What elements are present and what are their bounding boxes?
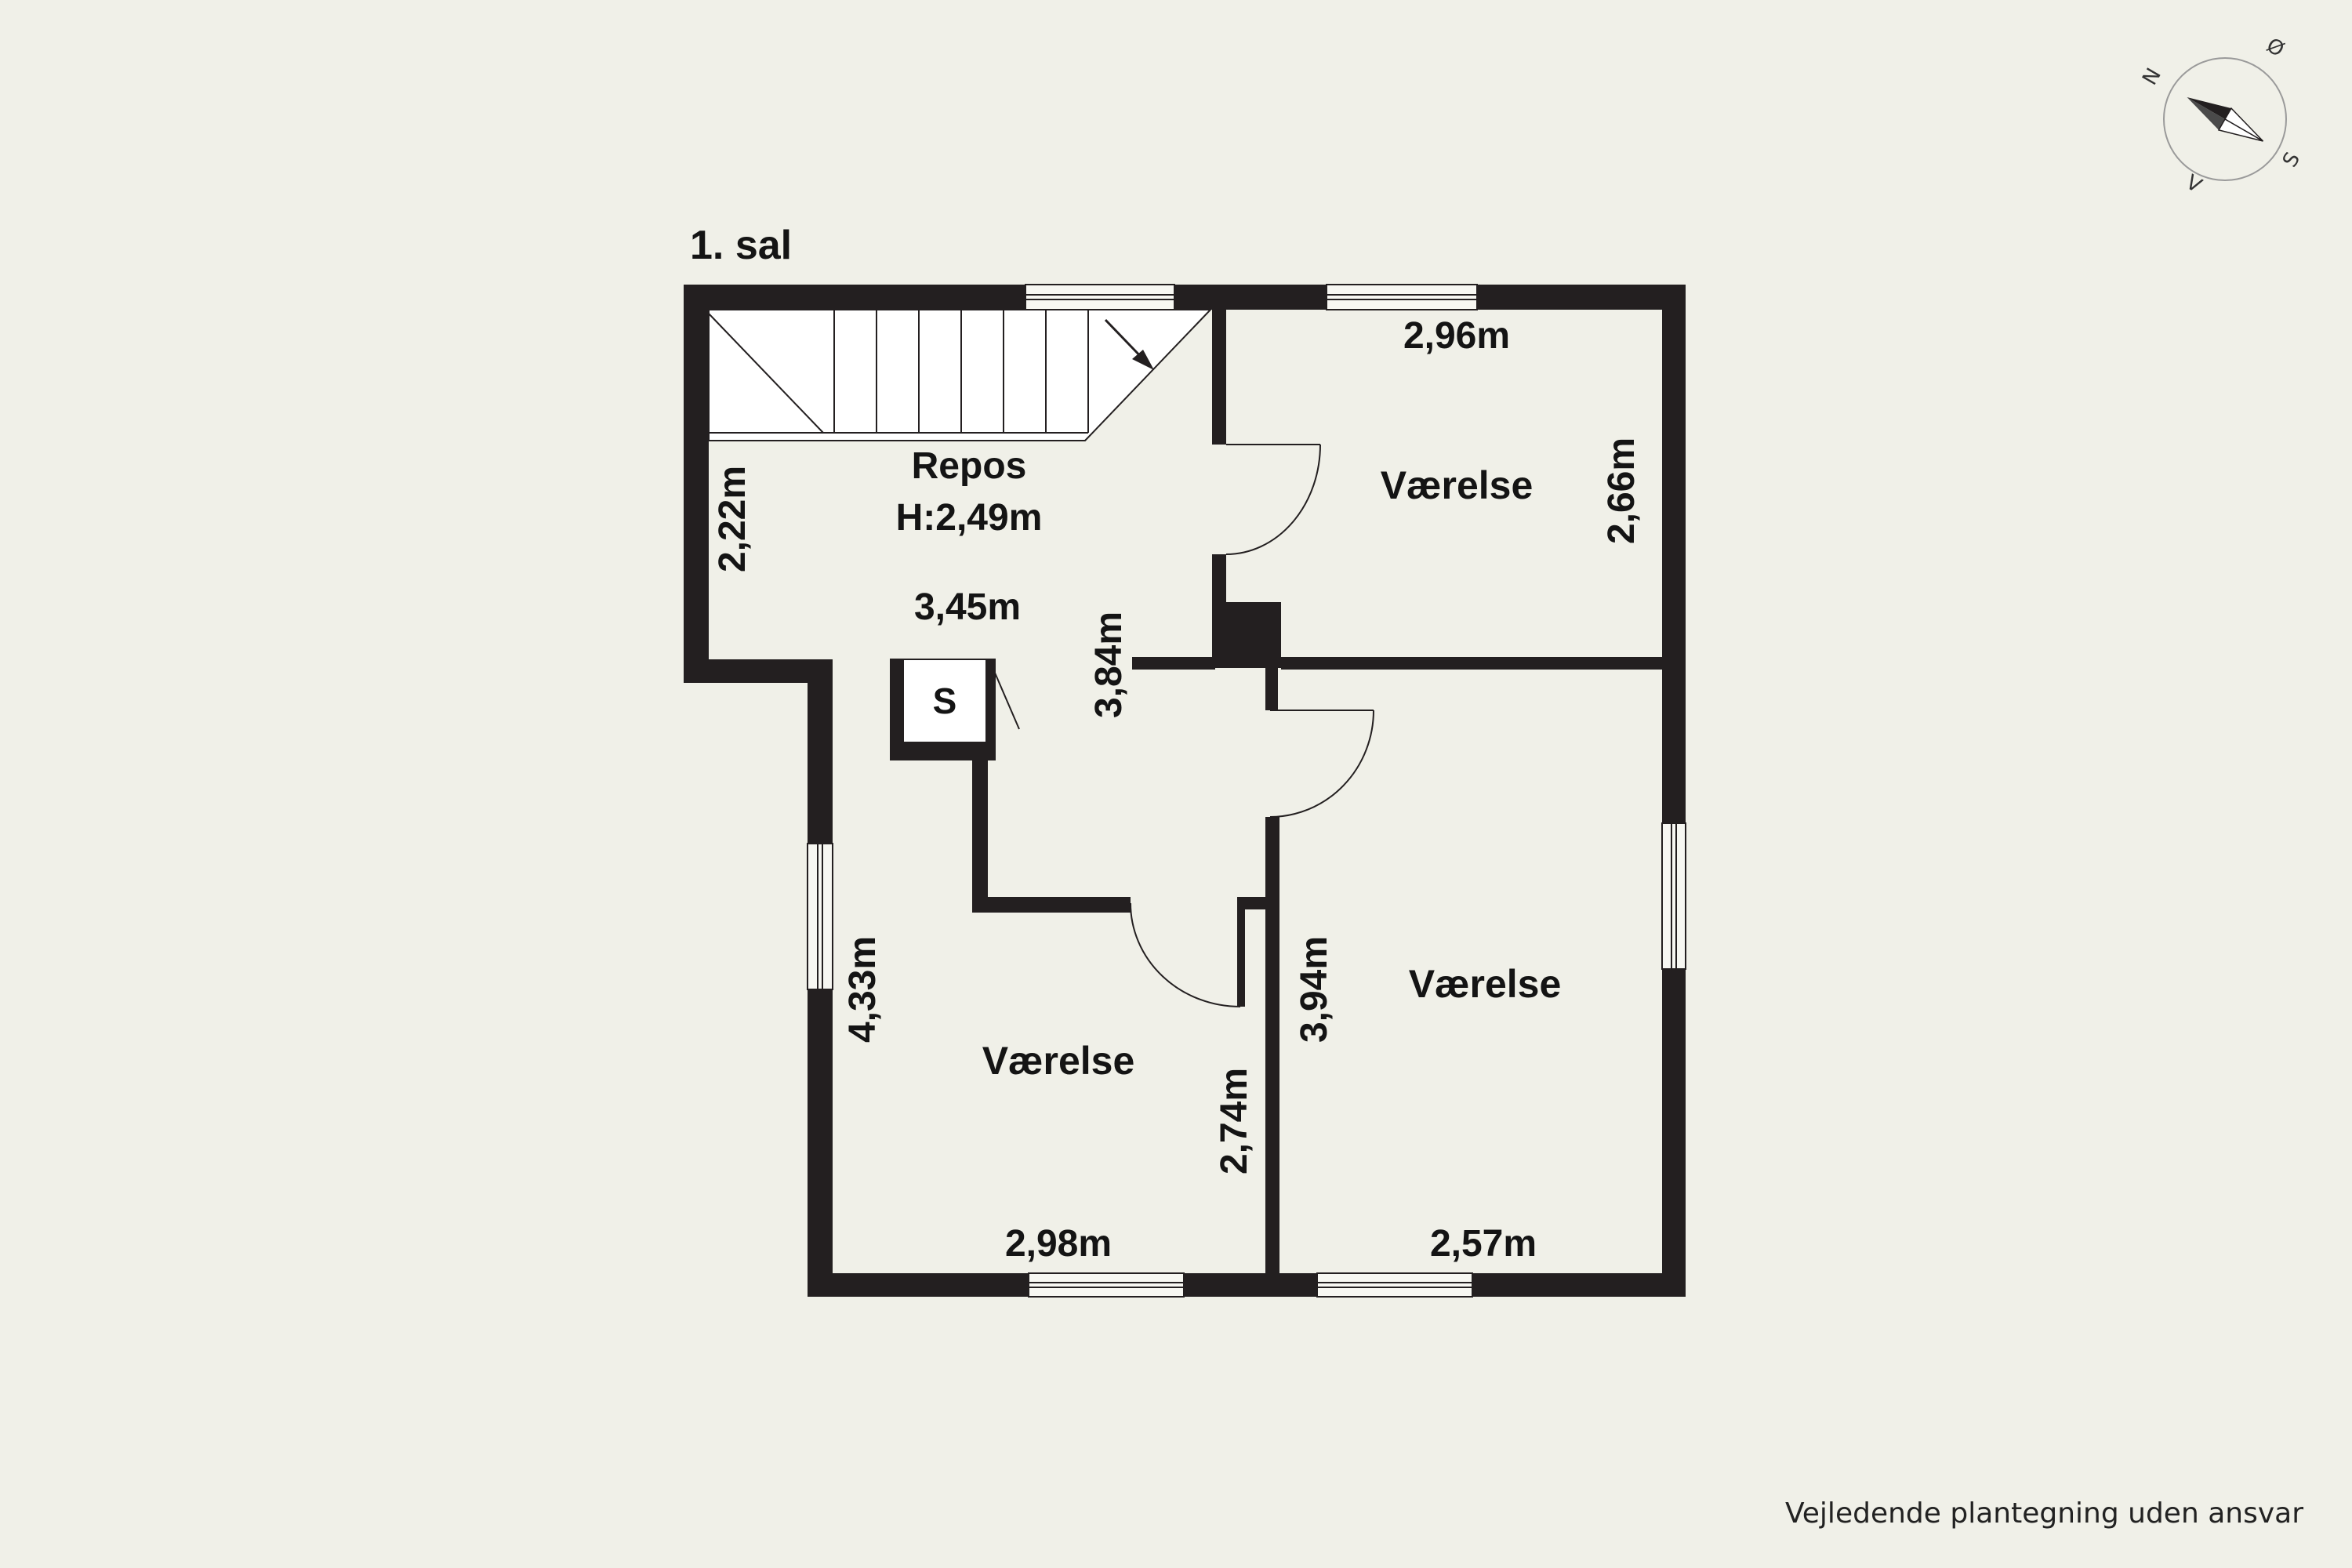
compass-west: V — [2182, 171, 2206, 198]
floor-title: 1. sal — [690, 223, 792, 268]
dim-ne-width: 2,96m — [1403, 315, 1510, 357]
dim-hall-length: 3,84m — [1088, 612, 1130, 718]
window-top-ne — [1326, 284, 1478, 310]
compass-south: S — [2278, 148, 2305, 171]
dim-sw-inner-depth: 2,74m — [1214, 1068, 1255, 1174]
compass-east: Ø — [2263, 34, 2288, 62]
closet-door-line — [989, 659, 1020, 730]
dim-se-depth: 3,94m — [1294, 936, 1335, 1043]
closet — [904, 660, 985, 742]
door-sw-room — [1130, 902, 1241, 1007]
room-repos-name: Repos — [912, 445, 1027, 487]
room-sw-name: Værelse — [982, 1039, 1135, 1083]
window-left-sw — [807, 843, 833, 990]
room-se-name: Værelse — [1409, 962, 1562, 1006]
dim-sw-depth: 4,33m — [842, 936, 884, 1043]
windows — [807, 284, 1686, 1298]
compass-north: N — [2138, 64, 2166, 89]
compass-ring — [2163, 57, 2287, 181]
doors — [1130, 444, 1374, 1007]
dim-ne-depth: 2,66m — [1601, 437, 1642, 544]
window-bottom-sw — [1028, 1272, 1185, 1298]
door-se-room — [1269, 710, 1374, 818]
door-ne-room — [1225, 444, 1321, 555]
walls — [684, 285, 1686, 1297]
window-right-se — [1661, 822, 1686, 970]
window-top-repos — [1025, 284, 1175, 310]
stair-direction-arrow — [1104, 318, 1154, 370]
dim-sw-width: 2,98m — [1005, 1223, 1112, 1265]
dim-repos-width: 3,45m — [914, 586, 1021, 628]
disclaimer: Vejledende plantegning uden ansvar — [1785, 1497, 2303, 1530]
compass: N Ø S V — [2138, 34, 2305, 198]
dim-se-width: 2,57m — [1430, 1223, 1537, 1265]
room-ne-name: Værelse — [1381, 463, 1534, 507]
closet-symbol: S — [933, 681, 957, 721]
room-repos-height: H:2,49m — [896, 497, 1043, 539]
window-bottom-se — [1316, 1272, 1473, 1298]
staircase — [708, 309, 1213, 441]
dim-repos-depth: 2,22m — [712, 466, 753, 572]
compass-needle-icon — [2187, 97, 2264, 142]
